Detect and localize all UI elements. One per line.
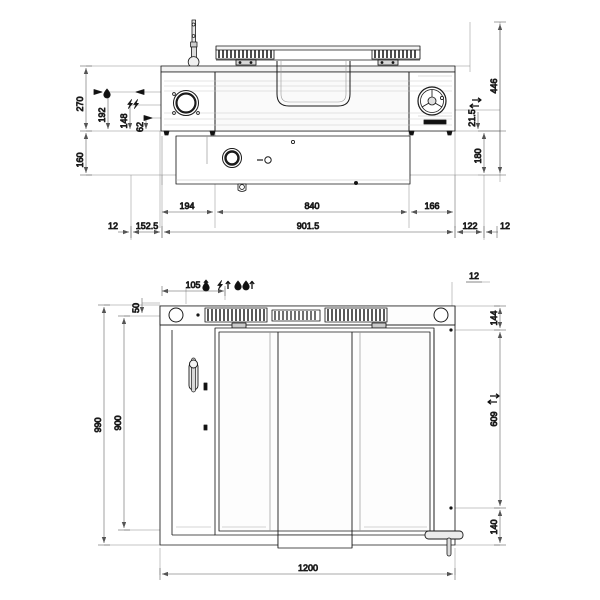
tilt-handwheel[interactable] [417,86,447,116]
electrical-return-icon [225,280,231,289]
dim-1200-label: 1200 [298,563,318,573]
dim-105-label: 105 [185,280,200,290]
lid-vent-grille-right [371,48,421,60]
drain-outlet-icon [143,115,153,121]
water-inlet-icon [93,88,111,99]
dim-990-label: 990 [93,417,103,432]
front-left-dims [80,65,149,176]
hinge-mark-upper [449,328,453,332]
lid-handle [276,61,351,107]
left-side-panel-plan [171,330,215,536]
dim-180-label: 180 [473,148,483,163]
tilt-direction-icon-plan [487,393,500,405]
dim-194-label: 194 [179,201,194,211]
dim-901-5-label: 901.5 [297,221,320,231]
base-cabinet [175,135,411,192]
dim-21-5-label: 21.5 [467,109,477,127]
top-view: 990 900 50 105 [93,271,506,580]
lid-vent-grille-left [215,48,275,60]
dim-446-label: 446 [489,78,499,93]
dim-609-label: 609 [489,411,499,426]
lid-assembly [215,45,421,66]
drain-spout-plan [424,530,464,557]
dim-166-label: 166 [424,201,439,211]
top-left-dims [98,298,145,546]
water-tap [187,19,200,74]
dim-148-label: 148 [119,113,129,128]
dim-12-left-label: 12 [108,221,118,231]
top-utility-icons [202,279,255,292]
dim-152-5-label: 152.5 [136,221,159,231]
top-dim-105 [161,286,226,296]
water-tap-plan [168,307,184,323]
water-inlet-icon [234,280,242,291]
dim-270-label: 270 [75,96,85,111]
dim-50-label: 50 [131,303,141,313]
dim-12-right-label: 12 [500,221,510,231]
tap-pivot-dot [196,313,200,317]
dim-900-label: 900 [113,415,123,430]
dim-62-label: 62 [135,122,145,132]
dim-192-label: 192 [97,107,107,122]
electrical-supply-icon [135,89,145,95]
pan-body [160,71,456,132]
top-right-dims [466,281,506,546]
top-bottom-dim [159,568,456,580]
dim-840-label: 840 [304,201,319,211]
dim-122-label: 122 [462,221,477,231]
machine-feet [163,130,453,136]
electrical-return-icon [127,99,139,109]
hinge-mark-lower [449,506,453,510]
tilt-direction-icon [469,97,482,109]
electrical-supply-icon [217,280,223,290]
front-view: 270 160 192 148 62 [75,19,510,240]
front-right-dims [475,21,506,176]
worktop-plate [160,65,456,73]
front-bottom-dims-lower [118,226,498,238]
dim-12-top-label: 12 [469,271,479,281]
dim-144-label: 144 [489,310,499,325]
right-port-plan [433,307,449,323]
rear-vent-strip [159,305,456,329]
gas-connection-icon [202,279,210,292]
control-label-strip [423,119,447,125]
water-outlet-icon [242,280,255,291]
front-utility-icons [93,88,153,121]
dim-160-label: 160 [75,152,85,167]
dim-140-label: 140 [489,519,499,534]
lid-handle-plan [188,357,208,431]
left-port-ring [172,90,200,116]
lid-plan [214,327,435,549]
